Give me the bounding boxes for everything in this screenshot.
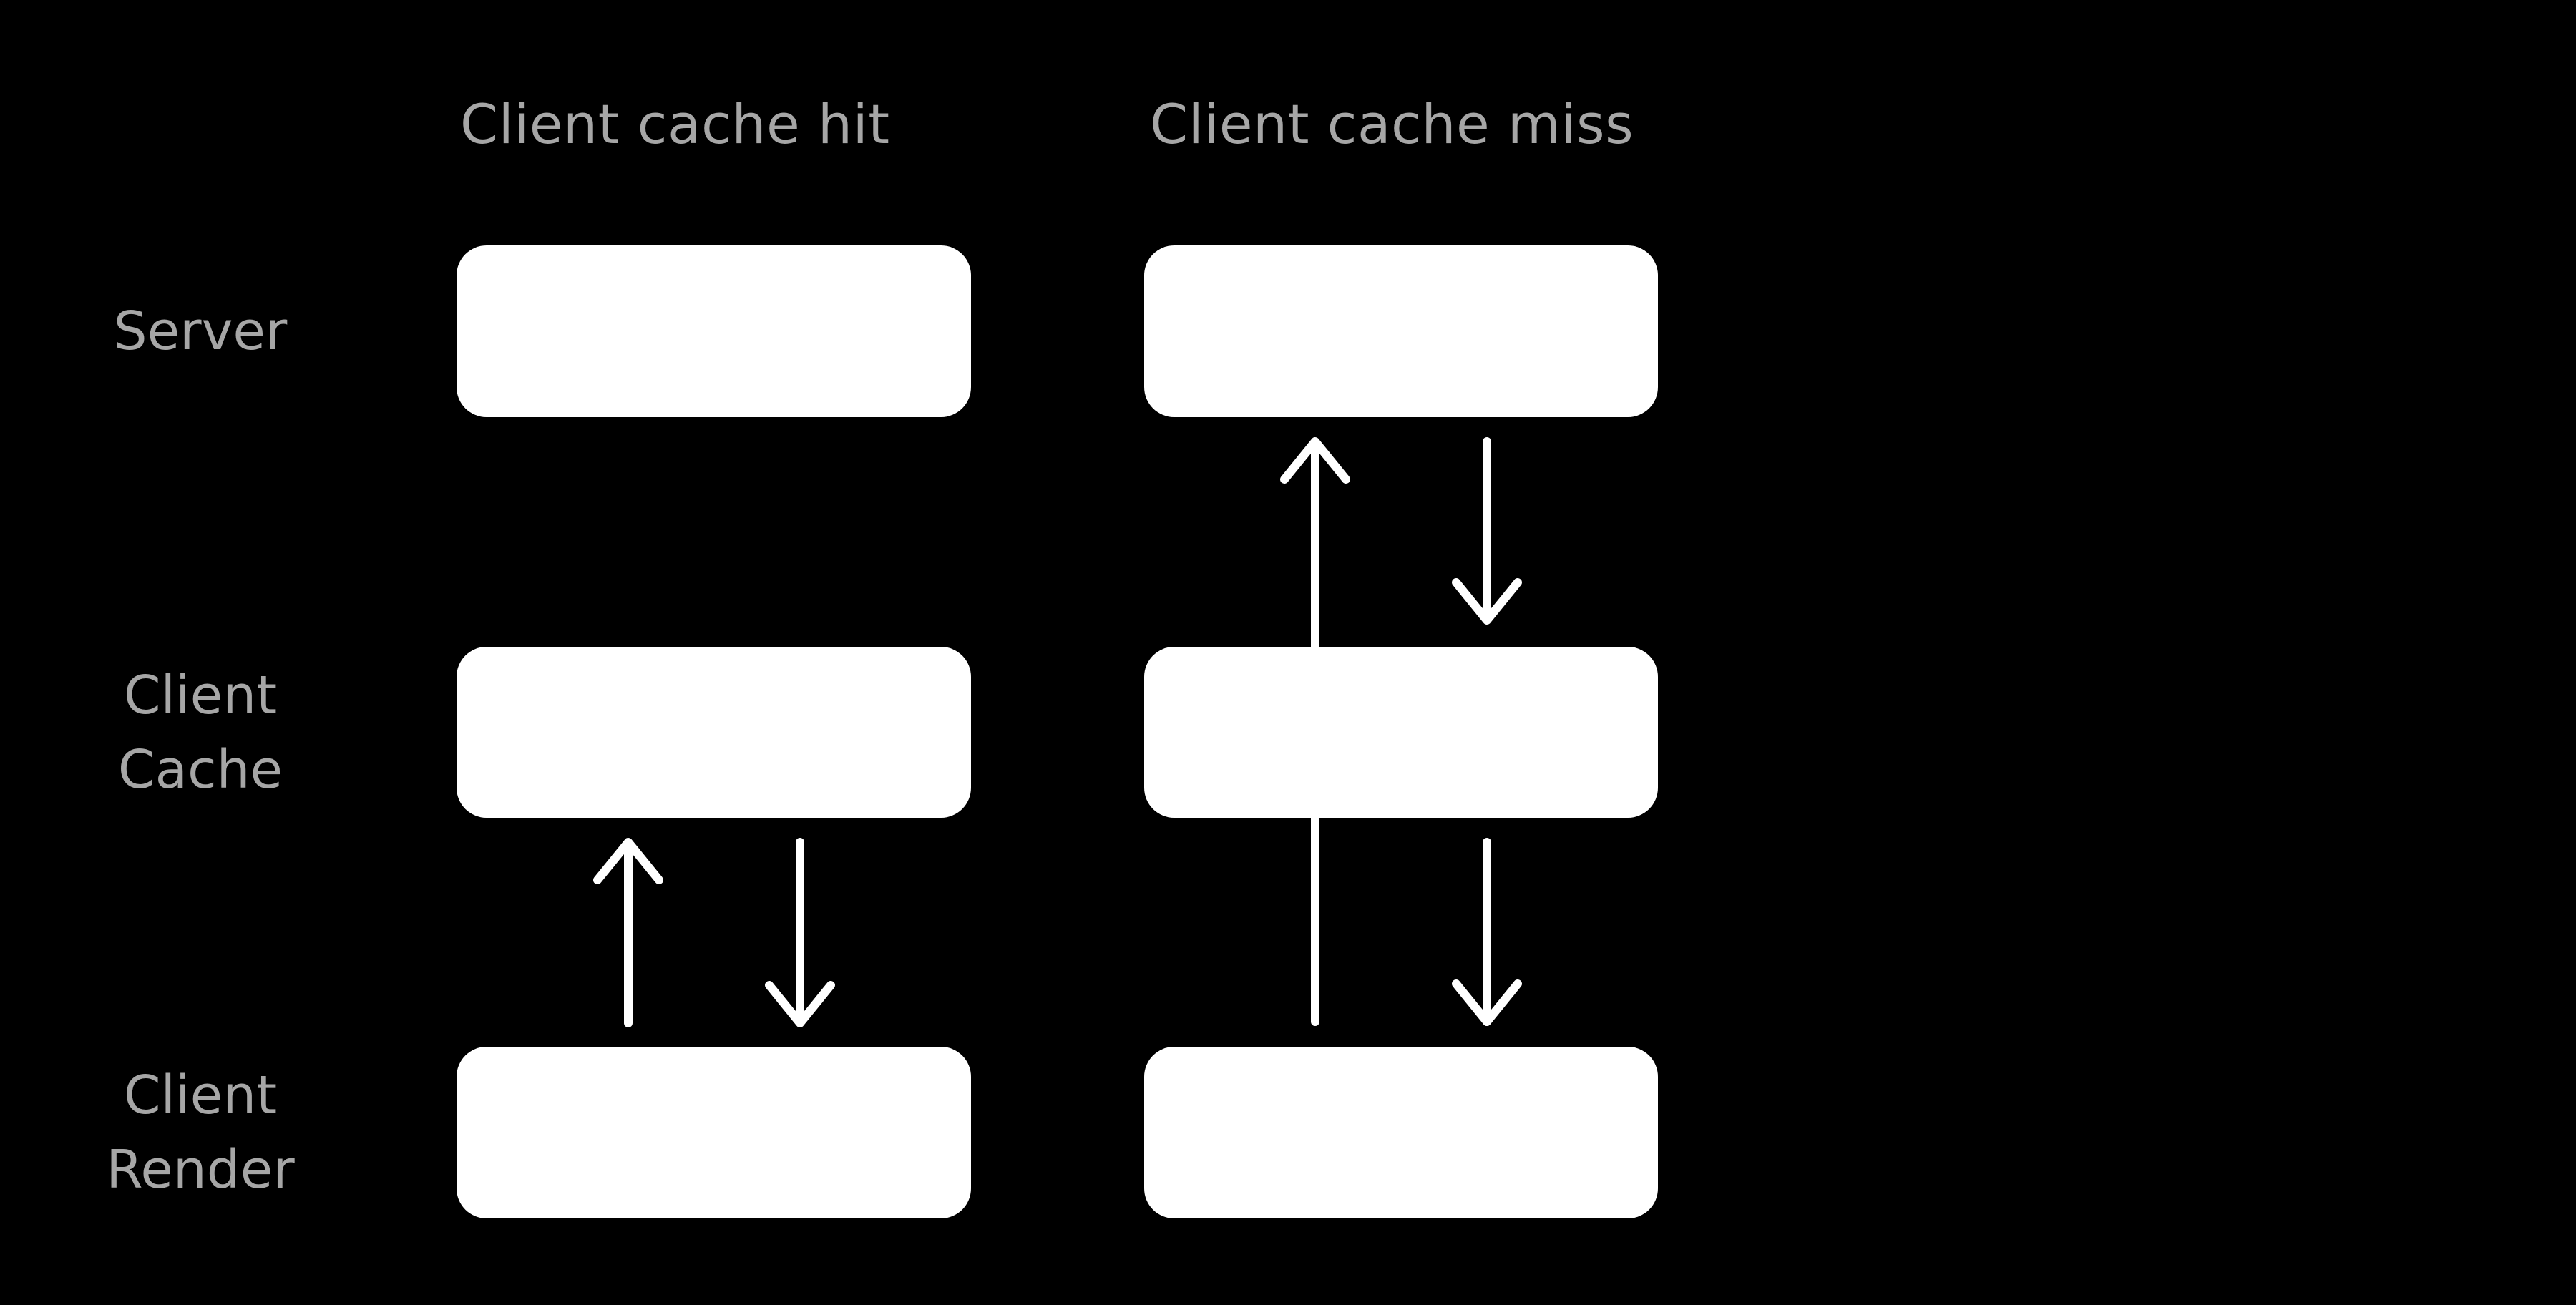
node-box-hit-server bbox=[457, 245, 971, 417]
row-label-cache-line-1: Client bbox=[123, 665, 278, 726]
row-label-client-render: Client Render bbox=[57, 1058, 343, 1207]
row-label-cache-line-2: Cache bbox=[117, 739, 283, 801]
row-label-render-line-1: Client bbox=[123, 1065, 278, 1126]
row-label-render-line-2: Render bbox=[106, 1139, 295, 1201]
row-label-client-cache: Client Cache bbox=[57, 658, 343, 807]
arrow-down-cache-to-render-miss bbox=[1452, 838, 1522, 1026]
arrow-up-render-to-cache-hit bbox=[593, 838, 663, 1027]
node-box-miss-client-render bbox=[1144, 1047, 1658, 1218]
row-label-server: Server bbox=[57, 294, 343, 368]
node-box-miss-client-cache bbox=[1144, 647, 1658, 818]
node-box-hit-client-cache bbox=[457, 647, 971, 818]
row-label-server-line: Server bbox=[113, 300, 288, 362]
node-box-hit-client-render bbox=[457, 1047, 971, 1218]
arrow-down-cache-to-render-hit bbox=[765, 838, 835, 1027]
column-header-cache-miss: Client cache miss bbox=[1150, 92, 1634, 156]
node-box-miss-server bbox=[1144, 245, 1658, 417]
arrow-down-server-to-cache-miss bbox=[1452, 437, 1522, 625]
column-header-cache-hit: Client cache hit bbox=[460, 92, 890, 156]
